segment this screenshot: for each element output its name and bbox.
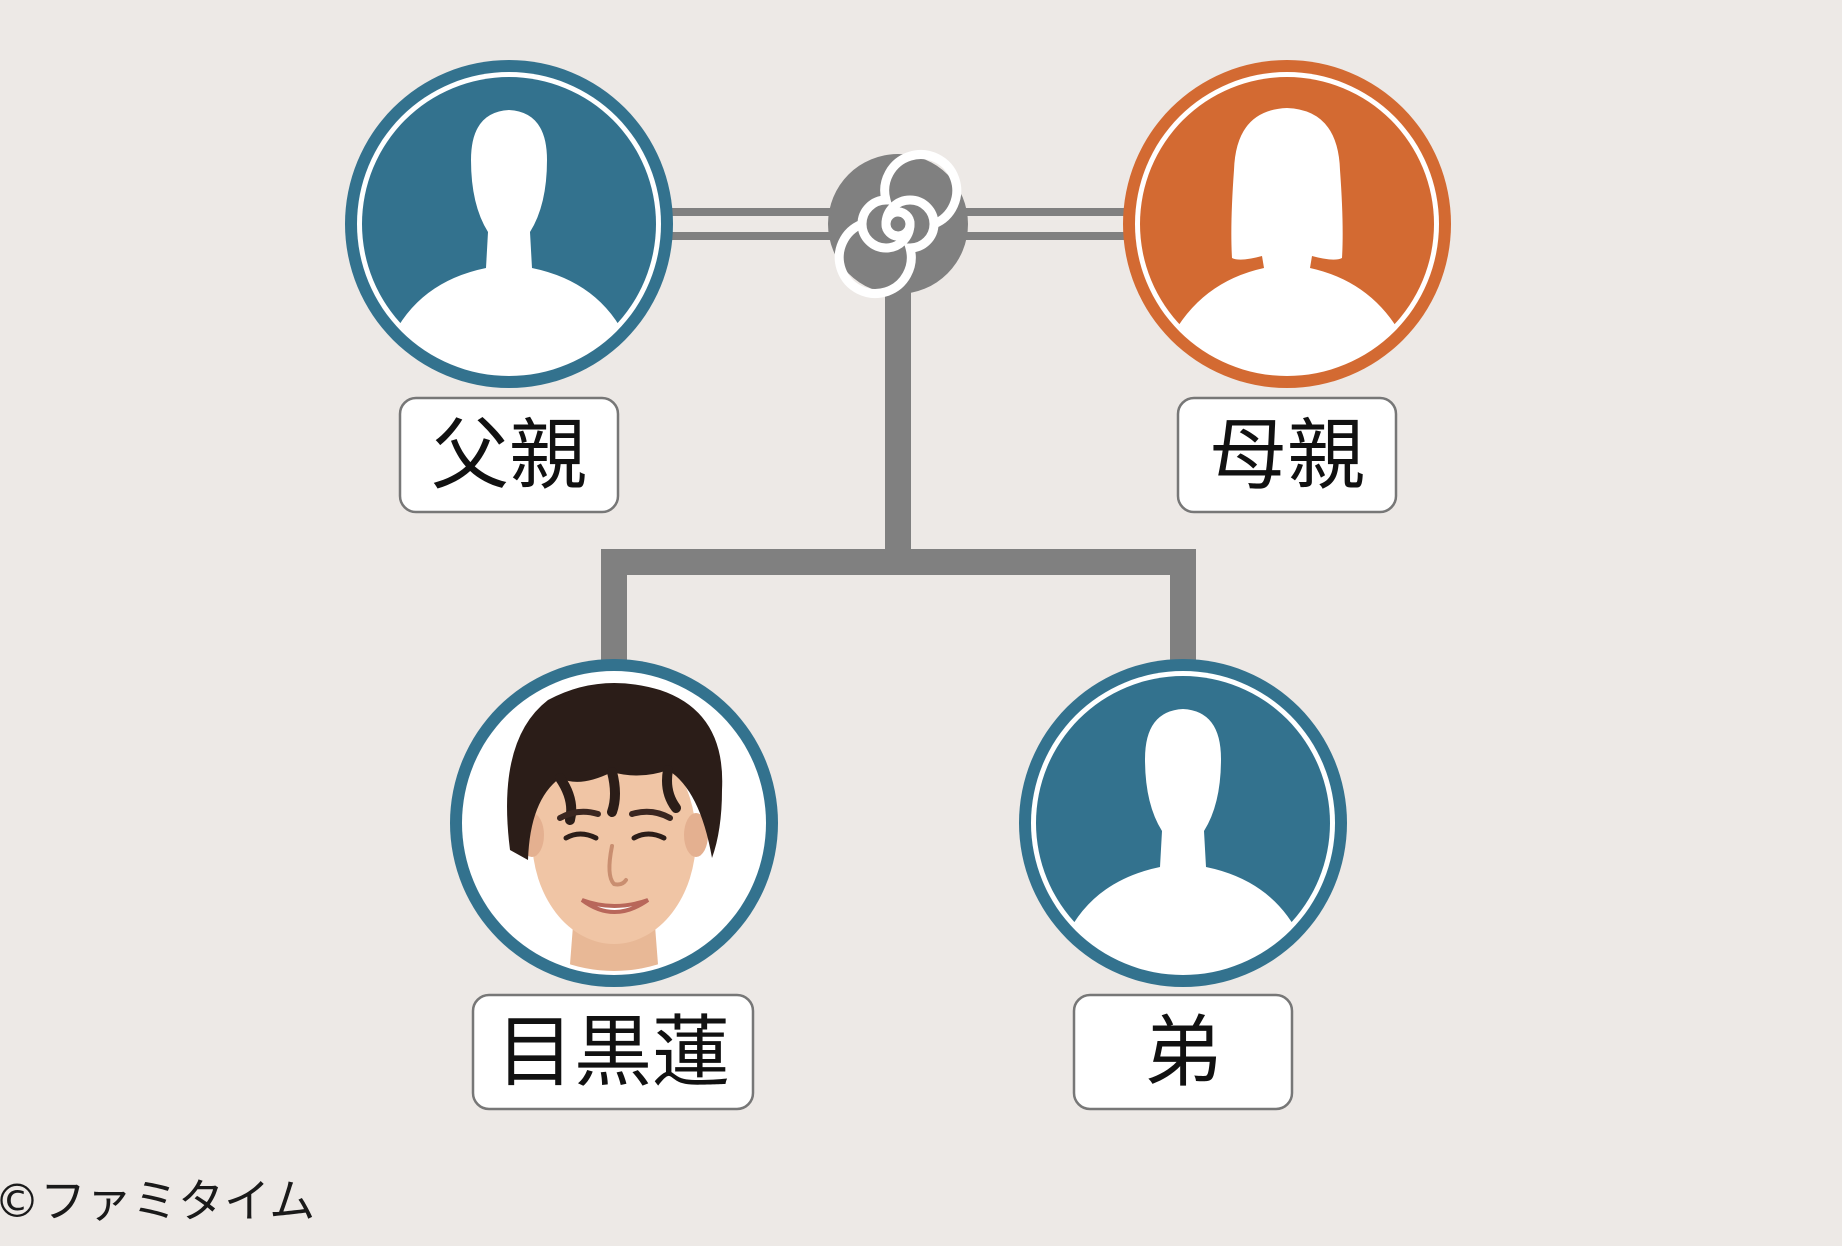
subject-node	[450, 659, 778, 987]
svg-text:弟: 弟	[1144, 1008, 1222, 1098]
svg-text:父親: 父親	[431, 411, 587, 501]
male-silhouette-icon	[1065, 709, 1301, 971]
credit-text: ©ファミタイム	[0, 1174, 316, 1228]
descent-connector	[601, 280, 1196, 672]
portrait-illustration	[466, 675, 762, 971]
female-silhouette-icon	[1170, 108, 1404, 372]
marriage-line-right	[960, 208, 1130, 240]
mother-node	[1123, 60, 1451, 388]
svg-text:母親: 母親	[1209, 411, 1365, 501]
svg-text:目黒蓮: 目黒蓮	[496, 1008, 730, 1098]
brother-label: 弟	[1072, 993, 1294, 1111]
father-label: 父親	[398, 396, 620, 514]
mother-label: 母親	[1176, 396, 1398, 514]
marriage-line-left	[665, 208, 835, 240]
subject-label: 目黒蓮	[471, 993, 755, 1111]
marriage-swirl-icon	[828, 150, 968, 298]
male-silhouette-icon	[391, 110, 627, 372]
brother-node	[1019, 659, 1347, 987]
father-node	[345, 60, 673, 388]
